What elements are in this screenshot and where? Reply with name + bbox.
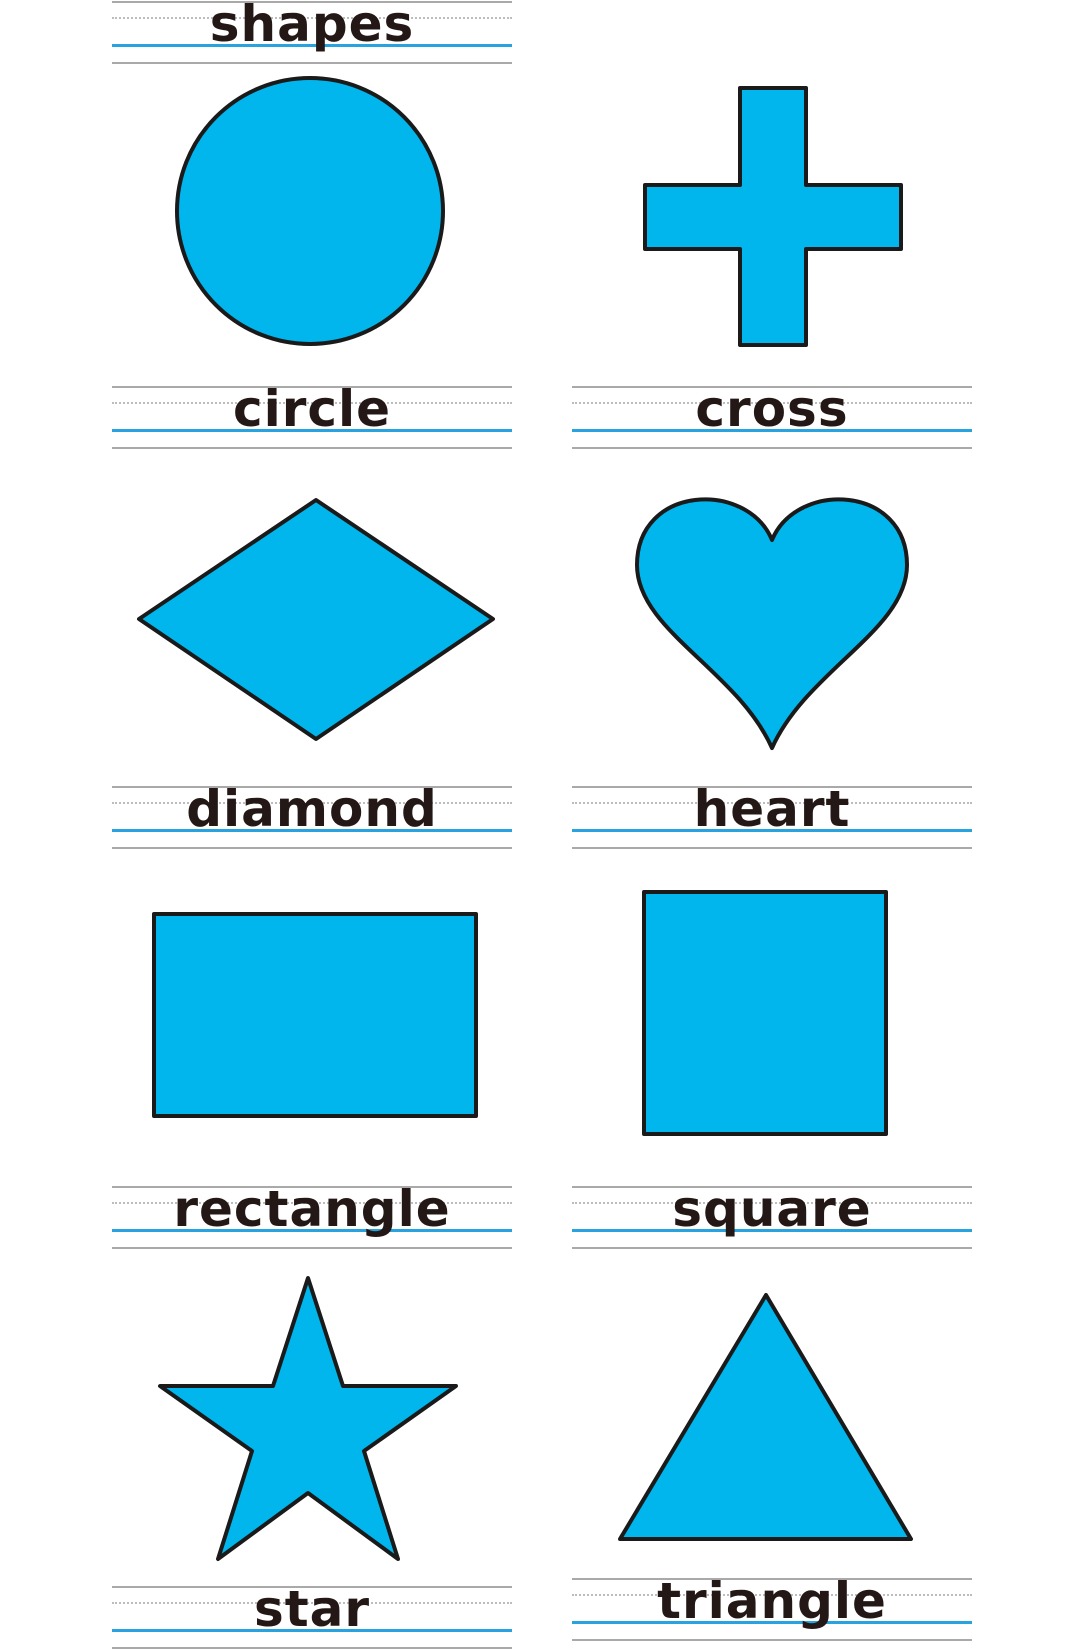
cross-label: cross (572, 380, 972, 449)
guide-line-bottom (112, 62, 512, 64)
guide-line-dotted (572, 1202, 972, 1204)
square-shape (642, 890, 888, 1136)
guide-line-dotted (572, 402, 972, 404)
triangle-label: triangle (572, 1572, 972, 1641)
circle-label: circle (112, 380, 512, 449)
rectangle-shape (152, 912, 478, 1118)
guide-line-baseline (572, 829, 972, 832)
heart-label: heart (572, 780, 972, 849)
guide-line-bottom (572, 447, 972, 449)
guide-line-bottom (112, 447, 512, 449)
guide-line-bottom (112, 1247, 512, 1249)
guide-line-top (572, 786, 972, 788)
guide-line-top (112, 1186, 512, 1188)
guide-line-top (112, 1, 512, 3)
shape-name: star (253, 1580, 371, 1638)
guide-line-bottom (572, 1639, 972, 1641)
guide-line-bottom (112, 847, 512, 849)
guide-line-bottom (572, 1247, 972, 1249)
guide-line-baseline (112, 1229, 512, 1232)
guide-line-top (112, 386, 512, 388)
shape-name: diamond (186, 780, 438, 838)
heart-shape (635, 497, 909, 750)
guide-line-baseline (112, 1629, 512, 1632)
guide-line-top (572, 1186, 972, 1188)
shape-name: rectangle (173, 1180, 451, 1238)
guide-line-bottom (572, 847, 972, 849)
guide-line-top (112, 1586, 512, 1588)
diamond-shape (137, 498, 495, 741)
guide-line-top (112, 786, 512, 788)
guide-line-baseline (112, 44, 512, 47)
shape-name: cross (695, 380, 849, 438)
guide-line-dotted (572, 802, 972, 804)
square-label: square (572, 1180, 972, 1249)
guide-line-baseline (572, 1621, 972, 1624)
shape-name: triangle (657, 1572, 887, 1630)
star-shape (158, 1276, 458, 1561)
title-label: shapes (112, 0, 512, 64)
star-label: star (112, 1580, 512, 1649)
guide-line-dotted (112, 1602, 512, 1604)
diamond-label: diamond (112, 780, 512, 849)
page-title: shapes (209, 0, 415, 53)
rectangle-label: rectangle (112, 1180, 512, 1249)
shape-name: square (672, 1180, 872, 1238)
guide-line-baseline (572, 1229, 972, 1232)
guide-line-baseline (572, 429, 972, 432)
triangle-shape (618, 1293, 913, 1541)
guide-line-dotted (112, 802, 512, 804)
guide-line-baseline (112, 829, 512, 832)
shape-name: circle (232, 380, 392, 438)
guide-line-top (572, 386, 972, 388)
guide-line-dotted (112, 1202, 512, 1204)
guide-line-dotted (572, 1594, 972, 1596)
guide-line-baseline (112, 429, 512, 432)
guide-line-top (572, 1578, 972, 1580)
cross-shape (643, 86, 903, 347)
circle-shape (175, 76, 445, 346)
shape-name: heart (693, 780, 851, 838)
guide-line-dotted (112, 17, 512, 19)
guide-line-dotted (112, 402, 512, 404)
